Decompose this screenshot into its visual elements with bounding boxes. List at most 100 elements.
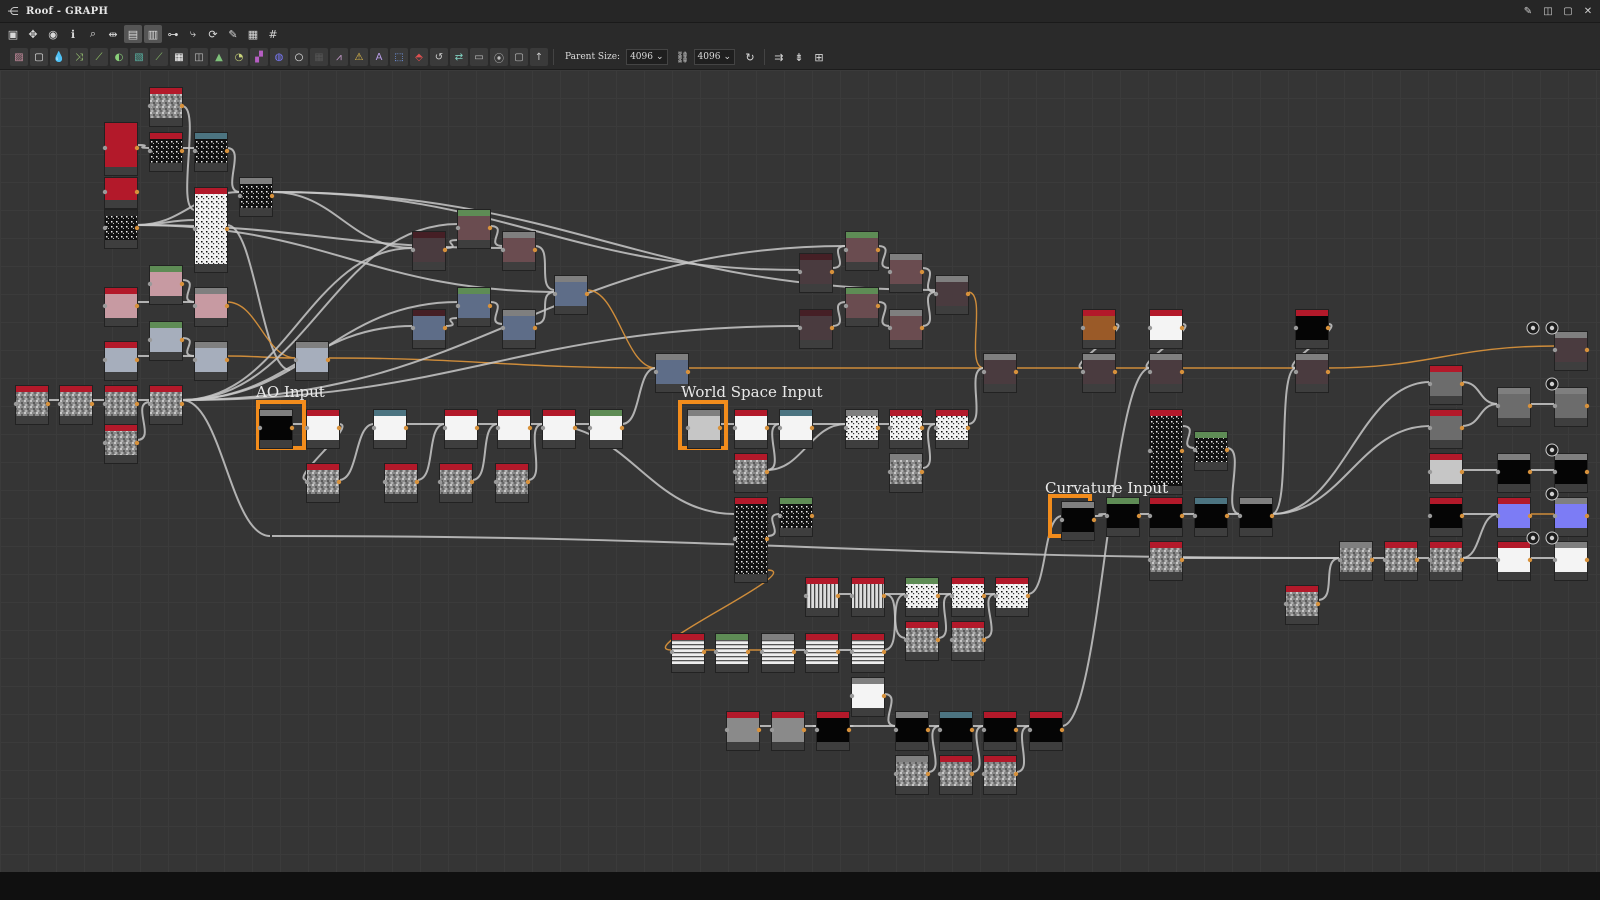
input-port[interactable]	[102, 357, 108, 363]
input-port[interactable]	[843, 425, 849, 431]
input-port[interactable]	[437, 479, 443, 485]
input-port[interactable]	[552, 291, 558, 297]
output-port[interactable]	[1179, 325, 1185, 331]
output-port[interactable]	[835, 593, 841, 599]
graph-node[interactable]	[102, 385, 140, 425]
output-port[interactable]	[336, 425, 342, 431]
graph-node[interactable]	[769, 711, 807, 751]
output-port[interactable]	[1224, 447, 1230, 453]
input-port[interactable]	[669, 649, 675, 655]
output-port[interactable]	[584, 291, 590, 297]
input-port[interactable]	[732, 469, 738, 475]
graph-node[interactable]	[1293, 309, 1331, 349]
graph-node[interactable]	[797, 309, 835, 349]
graph-node[interactable]	[304, 409, 342, 449]
graph-node[interactable]	[777, 497, 815, 537]
graph-node[interactable]	[102, 424, 140, 464]
output-port[interactable]	[442, 247, 448, 253]
graph-node[interactable]	[1059, 501, 1097, 541]
reset-icon[interactable]: ↻	[745, 50, 755, 64]
graph-node[interactable]	[102, 287, 140, 327]
output-port[interactable]	[179, 281, 185, 287]
input-port[interactable]	[1104, 513, 1110, 519]
input-port[interactable]	[57, 401, 63, 407]
output-port[interactable]	[1179, 513, 1185, 519]
output-port[interactable]	[875, 303, 881, 309]
swap-icon[interactable]: ⇄	[450, 48, 468, 66]
node-graph[interactable]	[0, 70, 1600, 872]
output-port[interactable]	[527, 425, 533, 431]
input-port[interactable]	[981, 369, 987, 375]
output-port[interactable]	[829, 269, 835, 275]
output-port[interactable]	[1013, 369, 1019, 375]
graph-node[interactable]	[843, 287, 881, 327]
input-port[interactable]	[1427, 469, 1433, 475]
graph-node[interactable]	[192, 132, 230, 172]
input-port[interactable]	[455, 225, 461, 231]
output-port[interactable]	[1584, 469, 1590, 475]
graph-node[interactable]	[1552, 541, 1590, 581]
input-port[interactable]	[192, 148, 198, 154]
input-port[interactable]	[797, 325, 803, 331]
input-port[interactable]	[769, 727, 775, 733]
output-port[interactable]	[1269, 513, 1275, 519]
input-port[interactable]	[814, 727, 820, 733]
output-port[interactable]	[224, 303, 230, 309]
graph-node[interactable]	[1495, 497, 1533, 537]
input-port[interactable]	[777, 513, 783, 519]
output-port[interactable]	[1527, 403, 1533, 409]
input-port[interactable]	[981, 727, 987, 733]
output-port[interactable]	[1224, 513, 1230, 519]
graph-node[interactable]	[814, 711, 852, 751]
camera-icon[interactable]: ◉	[48, 27, 58, 41]
grid-icon[interactable]: #	[268, 27, 278, 41]
input-port[interactable]	[500, 325, 506, 331]
chain-icon[interactable]: ⛓	[675, 50, 690, 64]
graph-node[interactable]	[797, 253, 835, 293]
input-port[interactable]	[102, 225, 108, 231]
output-port[interactable]	[919, 325, 925, 331]
output-icon[interactable]: ⇉	[774, 50, 784, 64]
graph-node[interactable]	[1427, 497, 1465, 537]
graph-node[interactable]	[893, 755, 931, 795]
graph-node[interactable]	[949, 621, 987, 661]
mask-icon[interactable]: ▲	[210, 48, 228, 66]
output-port[interactable]	[925, 771, 931, 777]
graph-node[interactable]	[1080, 353, 1118, 393]
graph-canvas[interactable]: AO Input World Space Input Curvature Inp…	[0, 70, 1600, 872]
output-port[interactable]	[935, 593, 941, 599]
input-port[interactable]	[903, 593, 909, 599]
graph-node[interactable]	[1293, 353, 1331, 393]
output-port[interactable]	[525, 479, 531, 485]
input-port[interactable]	[1027, 727, 1033, 733]
output-badge-icon[interactable]	[1545, 377, 1559, 391]
output-badge-icon[interactable]	[1545, 443, 1559, 457]
output-port[interactable]	[835, 649, 841, 655]
input-port[interactable]	[102, 189, 108, 195]
output-port[interactable]	[474, 425, 480, 431]
graph-node[interactable]	[102, 177, 140, 209]
graph-node[interactable]	[1337, 541, 1375, 581]
input-port[interactable]	[1147, 448, 1153, 454]
normal-icon[interactable]: ◍	[270, 48, 288, 66]
output-port[interactable]	[532, 247, 538, 253]
input-port[interactable]	[147, 337, 153, 343]
output-port[interactable]	[134, 440, 140, 446]
output-port[interactable]	[1584, 513, 1590, 519]
graph-node[interactable]	[849, 577, 887, 617]
output-port[interactable]	[875, 247, 881, 253]
input-port[interactable]	[1147, 513, 1153, 519]
graph-node[interactable]	[1427, 541, 1465, 581]
input-port[interactable]	[1147, 325, 1153, 331]
output-port[interactable]	[919, 469, 925, 475]
input-port[interactable]	[1495, 513, 1501, 519]
graph-node[interactable]	[933, 409, 971, 449]
output-port[interactable]	[919, 425, 925, 431]
input-port[interactable]	[13, 401, 19, 407]
graph-node[interactable]	[147, 385, 185, 425]
input-port[interactable]	[713, 649, 719, 655]
graph-node[interactable]	[933, 275, 971, 315]
graph-node[interactable]	[1382, 541, 1420, 581]
grid-node-icon[interactable]: ▦	[170, 48, 188, 66]
input-port[interactable]	[1382, 557, 1388, 563]
